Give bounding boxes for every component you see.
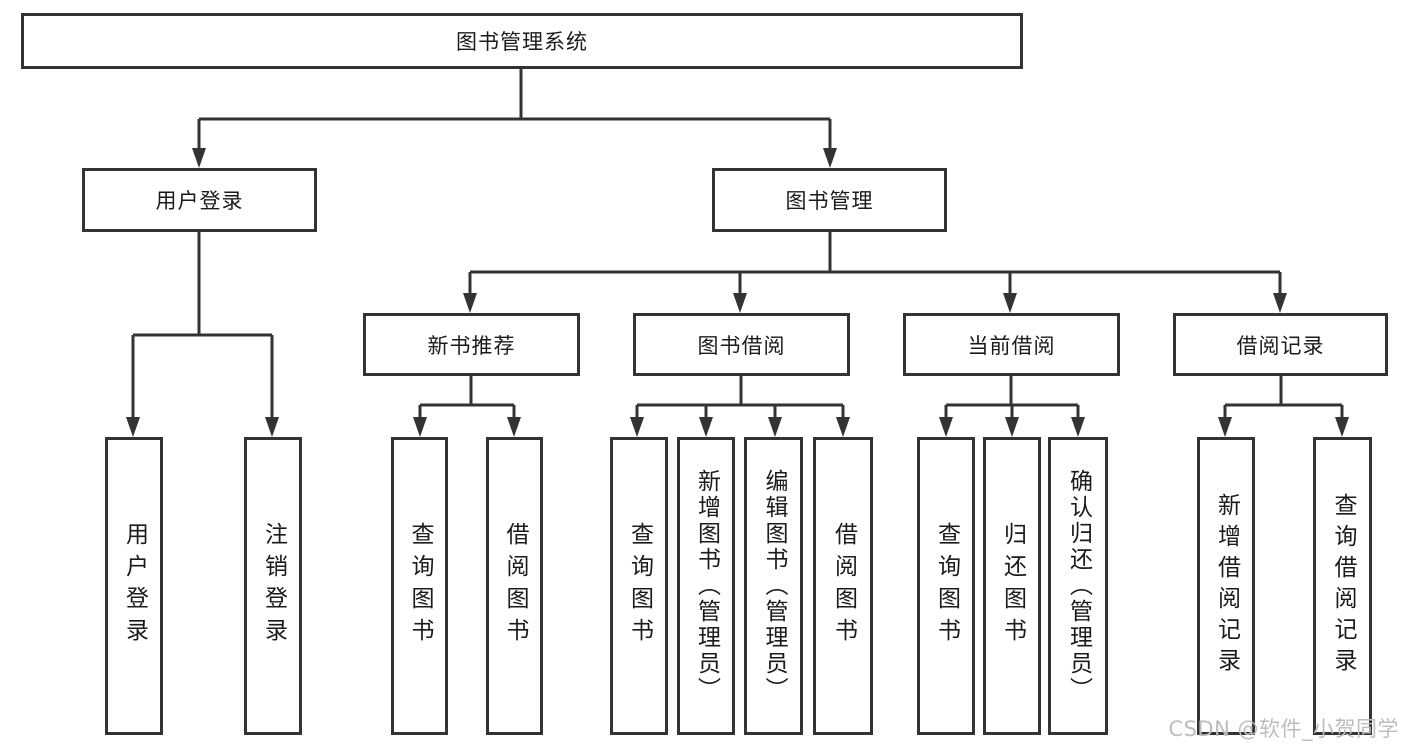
node-label: 图书管理系统 [456,30,588,54]
node-label: 借阅记录 [1236,333,1325,358]
leaf-borrow-book: 借阅图书 [813,437,873,735]
leaf-confirm-return-admin: 确认归还（管理员） [1048,437,1108,735]
leaf-edit-book-admin: 编辑图书（管理员） [744,437,803,735]
leaf-label: 查询图书 [626,522,653,650]
node-new-book-recommend: 新书推荐 [363,313,580,376]
node-library-management-system: 图书管理系统 [21,13,1023,69]
node-current-borrow: 当前借阅 [903,313,1120,376]
leaf-add-borrow-record: 新增借阅记录 [1197,437,1255,735]
node-user-login: 用户登录 [82,168,317,232]
leaf-label: 查询借阅记录 [1330,493,1356,679]
node-book-management: 图书管理 [712,168,947,232]
leaf-label: 新增借阅记录 [1213,493,1240,679]
csdn-watermark: CSDN @软件_小贺同学 [1168,717,1399,741]
leaf-label: 归还图书 [999,522,1026,650]
leaf-label: 确认归还（管理员） [1065,469,1092,703]
leaf-label: 编辑图书（管理员） [761,469,787,703]
leaf-label: 用户登录 [121,522,148,650]
node-label: 图书借阅 [697,333,786,358]
node-label: 新书推荐 [427,333,516,358]
node-label: 图书管理 [785,189,874,213]
leaf-return-book: 归还图书 [983,437,1041,735]
leaf-label: 注销登录 [260,522,287,650]
leaf-user-login: 用户登录 [105,437,163,735]
node-label: 当前借阅 [967,333,1056,358]
leaf-add-book-admin: 新增图书（管理员） [677,437,735,735]
node-book-borrow: 图书借阅 [633,313,850,376]
leaf-label: 查询图书 [933,522,960,650]
leaf-logout: 注销登录 [244,437,302,735]
leaf-label: 新增图书（管理员） [693,469,720,703]
leaf-label: 查询图书 [407,522,433,650]
leaf-borrow-query-book: 查询图书 [610,437,668,735]
node-label: 用户登录 [155,189,244,213]
leaf-label: 借阅图书 [502,522,528,650]
arrowhead-icons [126,148,1349,437]
leaf-recommend-query-book: 查询图书 [391,437,448,735]
node-borrow-records: 借阅记录 [1173,313,1388,376]
leaf-recommend-borrow-book: 借阅图书 [486,437,543,735]
leaf-query-borrow-record: 查询借阅记录 [1313,437,1372,735]
leaf-label: 借阅图书 [830,522,857,650]
leaf-current-query-book: 查询图书 [917,437,975,735]
